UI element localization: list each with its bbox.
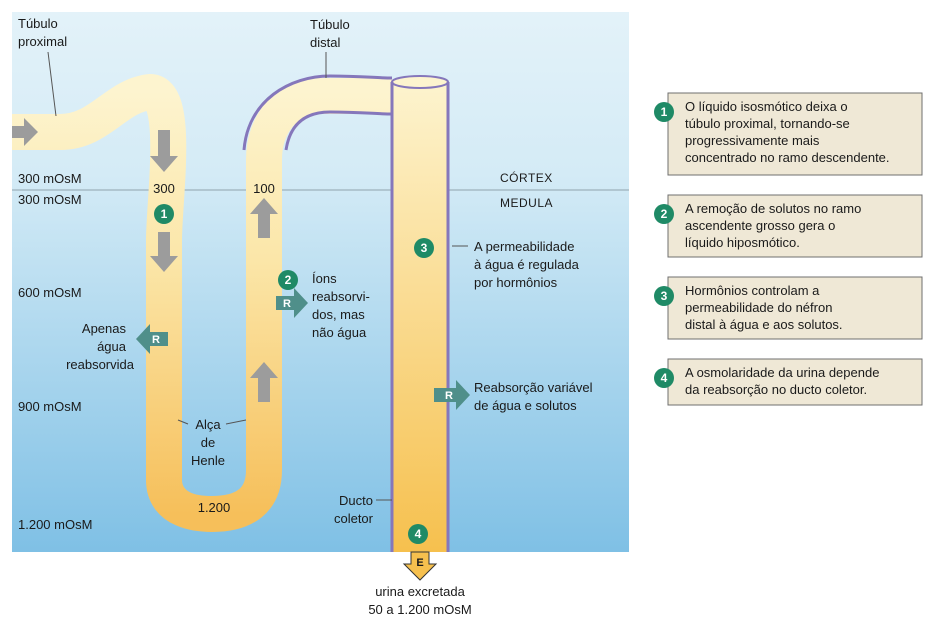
r-label-duct: R [445, 390, 453, 402]
svg-text:Ducto: Ducto [339, 493, 373, 508]
zone-medulla: MEDULA [500, 196, 553, 210]
legend-item-1: 1 O líquido isosmótico deixa o túbulo pr… [654, 92, 923, 176]
value-asc: 100 [253, 181, 275, 196]
svg-text:Íons: Íons [312, 271, 337, 286]
svg-text:concentrado no ramo descendent: concentrado no ramo descendente. [685, 150, 890, 165]
svg-text:Henle: Henle [191, 453, 225, 468]
osm-1200: 1.200 mOsM [18, 517, 92, 532]
svg-text:urina excretada: urina excretada [375, 584, 465, 599]
label-distal: Túbulo distal [310, 17, 350, 50]
svg-text:Alça: Alça [195, 417, 221, 432]
label-permeability: A permeabilidade à água é regulada por h… [474, 239, 580, 290]
r-arrow-duct: R [434, 380, 470, 410]
svg-text:ascendente grosso gera o: ascendente grosso gera o [685, 218, 835, 233]
leader-henle-left [177, 419, 189, 425]
distal-outline-inner [284, 110, 393, 151]
legend-item-4: 4 A osmolaridade da urina depende da rea… [654, 358, 923, 406]
flow-arrow-desc-2 [150, 232, 178, 272]
r-arrow-ions: R [276, 288, 308, 318]
leader-proximal [47, 51, 57, 117]
legend-item-2: 2 A remoção de solutos no ramo ascendent… [654, 194, 923, 258]
svg-text:dos, mas: dos, mas [312, 307, 365, 322]
osm-300-medulla: 300 mOsM [18, 192, 82, 207]
zone-cortex: CÓRTEX [500, 170, 553, 185]
svg-text:permeabilidade do néfron: permeabilidade do néfron [685, 300, 832, 315]
svg-text:não água: não água [312, 325, 367, 340]
excretion-arrow: E [402, 551, 438, 581]
svg-text:O líquido isosmótico deixa o: O líquido isosmótico deixa o [685, 99, 848, 114]
svg-text:da reabsorção no ducto coletor: da reabsorção no ducto coletor. [685, 382, 867, 397]
label-proximal: Túbulo proximal [18, 16, 67, 49]
tubule-path [12, 74, 392, 532]
flow-arrow-inlet [12, 118, 38, 146]
badge-1: 1 [154, 204, 174, 224]
badge-4: 4 [408, 524, 428, 544]
r-label-water: R [152, 334, 160, 346]
badge-2: 2 [278, 270, 298, 290]
badge-3: 3 [414, 238, 434, 258]
svg-text:Túbulo: Túbulo [310, 17, 350, 32]
r-label-ions: R [283, 298, 291, 310]
value-desc: 300 [153, 181, 175, 196]
svg-text:distal à água e aos solutos.: distal à água e aos solutos. [685, 317, 843, 332]
label-urine: urina excretada 50 a 1.200 mOsM [368, 584, 471, 617]
label-henle: Alça de Henle [191, 417, 225, 468]
svg-text:2: 2 [285, 273, 292, 287]
label-ions: Íons reabsorvi- dos, mas não água [312, 271, 370, 340]
svg-text:3: 3 [661, 289, 668, 303]
r-arrow-water: R [136, 324, 168, 354]
svg-text:4: 4 [415, 527, 422, 541]
legend-item-3: 3 Hormônios controlam a permeabilidade d… [654, 276, 923, 340]
osm-600: 600 mOsM [18, 285, 82, 300]
svg-text:Apenas: Apenas [82, 321, 127, 336]
svg-text:A permeabilidade: A permeabilidade [474, 239, 574, 254]
leader-henle-right [225, 419, 247, 425]
osm-300-cortex: 300 mOsM [18, 171, 82, 186]
svg-text:3: 3 [421, 241, 428, 255]
svg-text:túbulo proximal, tornando-se: túbulo proximal, tornando-se [685, 116, 850, 131]
svg-text:água: água [97, 339, 127, 354]
svg-text:1: 1 [661, 105, 668, 119]
svg-text:1: 1 [161, 207, 168, 221]
distal-outline [242, 74, 393, 151]
svg-text:reabsorvi-: reabsorvi- [312, 289, 370, 304]
svg-text:por hormônios: por hormônios [474, 275, 558, 290]
collecting-duct [392, 80, 448, 552]
svg-text:Hormônios controlam a: Hormônios controlam a [685, 283, 820, 298]
svg-text:2: 2 [661, 207, 668, 221]
flow-arrow-asc-2 [250, 362, 278, 402]
svg-text:de água e solutos: de água e solutos [474, 398, 577, 413]
svg-text:reabsorvida: reabsorvida [66, 357, 135, 372]
svg-text:A osmolaridade da urina depend: A osmolaridade da urina depende [685, 365, 879, 380]
value-bottom: 1.200 [198, 500, 231, 515]
svg-text:Túbulo: Túbulo [18, 16, 58, 31]
svg-text:Reabsorção variável: Reabsorção variável [474, 380, 593, 395]
e-label: E [416, 557, 423, 569]
svg-text:coletor: coletor [334, 511, 374, 526]
flow-arrow-asc-1 [250, 198, 278, 238]
osm-900: 900 mOsM [18, 399, 82, 414]
svg-text:à água é regulada: à água é regulada [474, 257, 580, 272]
svg-text:A remoção de solutos no ramo: A remoção de solutos no ramo [685, 201, 861, 216]
svg-text:distal: distal [310, 35, 340, 50]
collecting-duct-top [391, 75, 449, 89]
label-duct: Ducto coletor [334, 493, 374, 526]
svg-text:líquido hiposmótico.: líquido hiposmótico. [685, 235, 800, 250]
flow-arrow-desc-1 [150, 130, 178, 172]
svg-text:4: 4 [661, 371, 668, 385]
svg-text:progressivamente mais: progressivamente mais [685, 133, 820, 148]
label-only-water: Apenas água reabsorvida [66, 321, 135, 372]
label-variable: Reabsorção variável de água e solutos [474, 380, 593, 413]
svg-text:50 a 1.200 mOsM: 50 a 1.200 mOsM [368, 602, 471, 617]
svg-text:de: de [201, 435, 215, 450]
svg-text:proximal: proximal [18, 34, 67, 49]
flow-arrows [12, 118, 278, 402]
